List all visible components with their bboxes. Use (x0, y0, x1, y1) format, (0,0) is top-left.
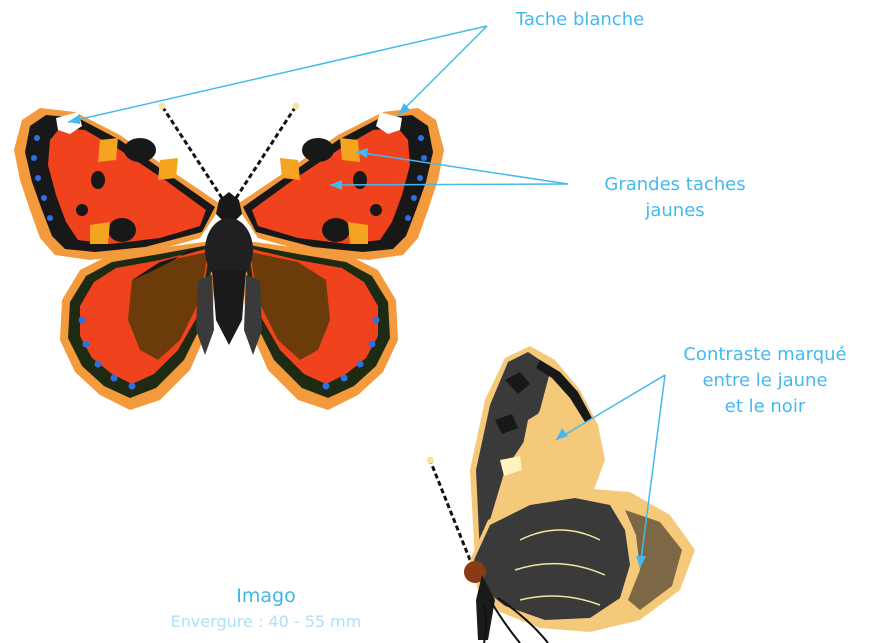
left-hindwing (60, 240, 218, 410)
label-white-spot: Tache blanche (470, 7, 690, 33)
right-hindwing (240, 240, 398, 410)
butterfly-underside (427, 346, 696, 643)
label-white-spot-line-1: Tache blanche (470, 7, 690, 33)
caption-wingspan: Envergure : 40 - 55 mm (150, 612, 382, 631)
right-antenna-tip (293, 103, 300, 110)
label-contrast-line-2: entre le jaune (660, 368, 870, 394)
caption-title: Imago (176, 585, 356, 607)
label-contrast-line-1: Contraste marqué (660, 342, 870, 368)
label-yellow-spots-line-1: Grandes taches (560, 172, 790, 198)
label-contrast-line-3: et le noir (660, 394, 870, 420)
pointer-white-spot-right (398, 26, 487, 115)
left-antenna-tip (159, 103, 166, 110)
left-forewing (14, 108, 222, 260)
label-yellow-spots: Grandes taches jaunes (560, 172, 790, 224)
underside-antenna-tip (427, 457, 434, 464)
pointer-yellow-spot-2 (330, 184, 568, 185)
label-contrast: Contraste marqué entre le jaune et le no… (660, 342, 870, 420)
pointer-white-spot-left (68, 26, 487, 122)
label-yellow-spots-line-2: jaunes (560, 198, 790, 224)
butterfly-upperside (14, 103, 444, 411)
underside-antenna (430, 460, 470, 560)
